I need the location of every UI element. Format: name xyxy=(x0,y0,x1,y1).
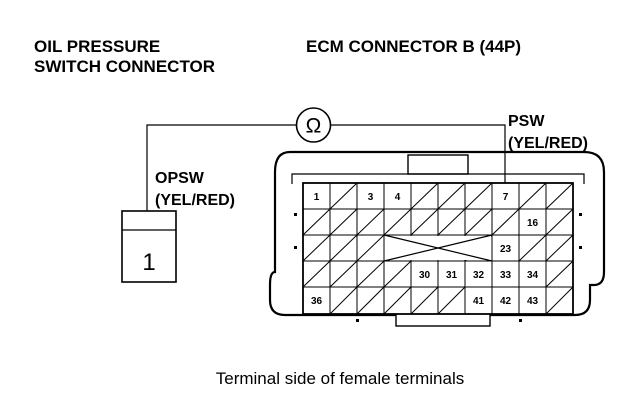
wire-opsw xyxy=(146,124,296,211)
oil-pressure-title-line2: SWITCH CONNECTOR xyxy=(34,57,215,76)
ecm-top-latch xyxy=(407,154,469,175)
pin-34: 34 xyxy=(527,270,539,281)
ecm-pin-numbers: 1 3 4 7 16 23 30 31 32 33 34 36 41 42 43 xyxy=(311,192,539,307)
pin-16: 16 xyxy=(527,218,539,229)
ohm-symbol: Ω xyxy=(306,115,322,138)
pin-33: 33 xyxy=(500,270,512,281)
pin-41: 41 xyxy=(473,296,485,307)
pin-4: 4 xyxy=(395,192,401,203)
diagram-caption: Terminal side of female terminals xyxy=(216,369,464,388)
psw-label: PSW xyxy=(508,113,545,130)
opsw-pin-1: 1 xyxy=(142,249,155,276)
pin-43: 43 xyxy=(527,296,539,307)
oil-pressure-switch-connector: 1 xyxy=(121,210,177,283)
psw-color-label: (YEL/RED) xyxy=(508,135,588,152)
ecm-connector-title: ECM CONNECTOR B (44P) xyxy=(306,37,521,56)
ecm-terminal-grid xyxy=(302,182,574,315)
pin-3: 3 xyxy=(368,192,374,203)
ecm-locator-dots xyxy=(294,213,582,322)
ecm-outer-shell xyxy=(268,150,606,317)
pin-1: 1 xyxy=(314,192,320,203)
oil-pressure-title-line1: OIL PRESSURE xyxy=(34,37,160,56)
opsw-color-label: (YEL/RED) xyxy=(155,192,235,209)
pin-7: 7 xyxy=(503,192,509,203)
opsw-connector-body xyxy=(121,210,177,283)
pin-30: 30 xyxy=(419,270,431,281)
pin-31: 31 xyxy=(446,270,458,281)
opsw-label: OPSW xyxy=(155,170,205,187)
pin-32: 32 xyxy=(473,270,485,281)
ecm-inner-rim-top xyxy=(291,173,585,184)
blocked-region-x xyxy=(383,234,493,262)
ohmmeter-icon xyxy=(295,107,332,143)
pin-36: 36 xyxy=(311,296,323,307)
pin-23: 23 xyxy=(500,244,512,255)
wire-psw xyxy=(331,124,506,192)
ohmmeter-circuit xyxy=(146,107,506,211)
pin-42: 42 xyxy=(500,296,512,307)
